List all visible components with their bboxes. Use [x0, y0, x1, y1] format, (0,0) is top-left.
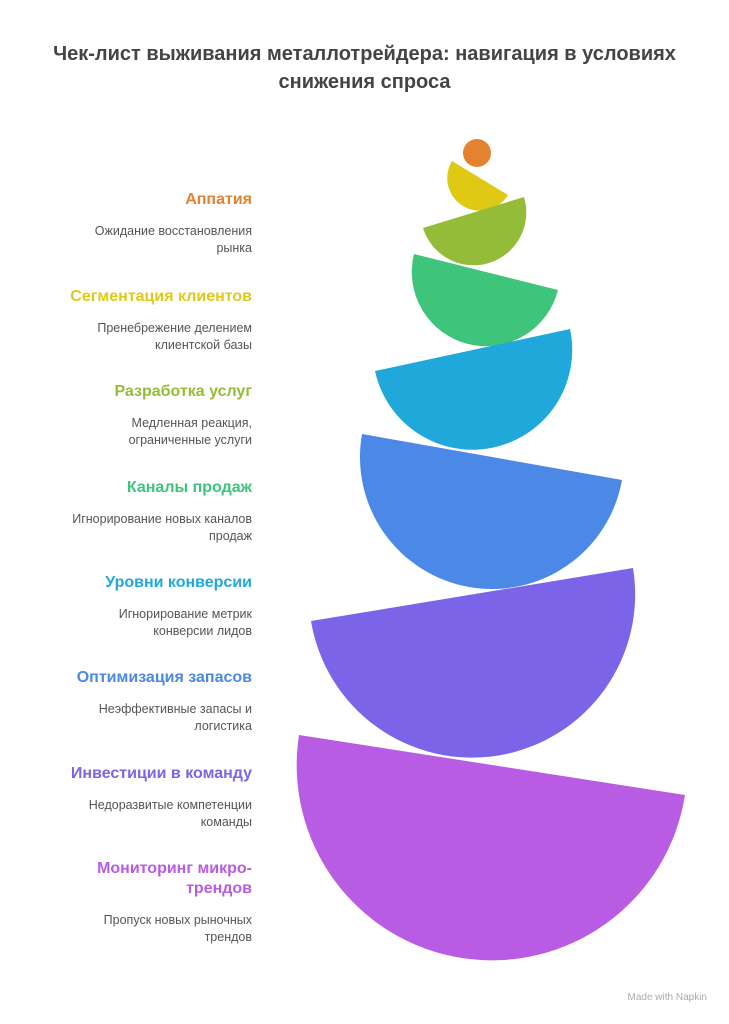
item-description: Пренебрежение делением клиентской базы [97, 321, 252, 352]
page-title: Чек-лист выживания металлотрейдера: нави… [53, 43, 676, 93]
bowl-shape-1 [463, 139, 491, 167]
item-description: Медленная реакция, ограниченные услуги [128, 416, 252, 447]
item-title: Инвестиции в команду [70, 765, 252, 782]
napkin-credit: Made with Napkin [627, 992, 707, 1003]
bowl-shape-2 [447, 161, 508, 211]
item-description: Недоразвитые компетенции команды [88, 798, 252, 829]
item-title: Аппатия [185, 191, 252, 208]
item-description: Ожидание восстановления рынка [94, 224, 252, 255]
item-title: Уровни конверсии [105, 574, 252, 591]
item-title: Разработка услуг [114, 383, 252, 400]
item-title: Мониторинг микро-трендов [97, 860, 252, 897]
item-title: Сегментация клиентов [70, 288, 252, 305]
bowl-shape-8 [296, 735, 685, 961]
item-description: Игнорирование метрик конверсии лидов [118, 607, 252, 638]
bowl-shape-4 [411, 254, 558, 347]
item-description: Игнорирование новых каналов продаж [72, 512, 252, 543]
bowl-shape-7 [311, 568, 636, 758]
item-title: Оптимизация запасов [76, 669, 252, 686]
item-description: Пропуск новых рыночных трендов [103, 913, 252, 944]
bowl-shape-5 [375, 329, 573, 450]
bowl-shape-3 [423, 197, 527, 266]
bowl-shape-6 [359, 434, 622, 590]
item-description: Неэффективные запасы и логистика [98, 702, 252, 733]
item-title: Каналы продаж [126, 479, 252, 496]
